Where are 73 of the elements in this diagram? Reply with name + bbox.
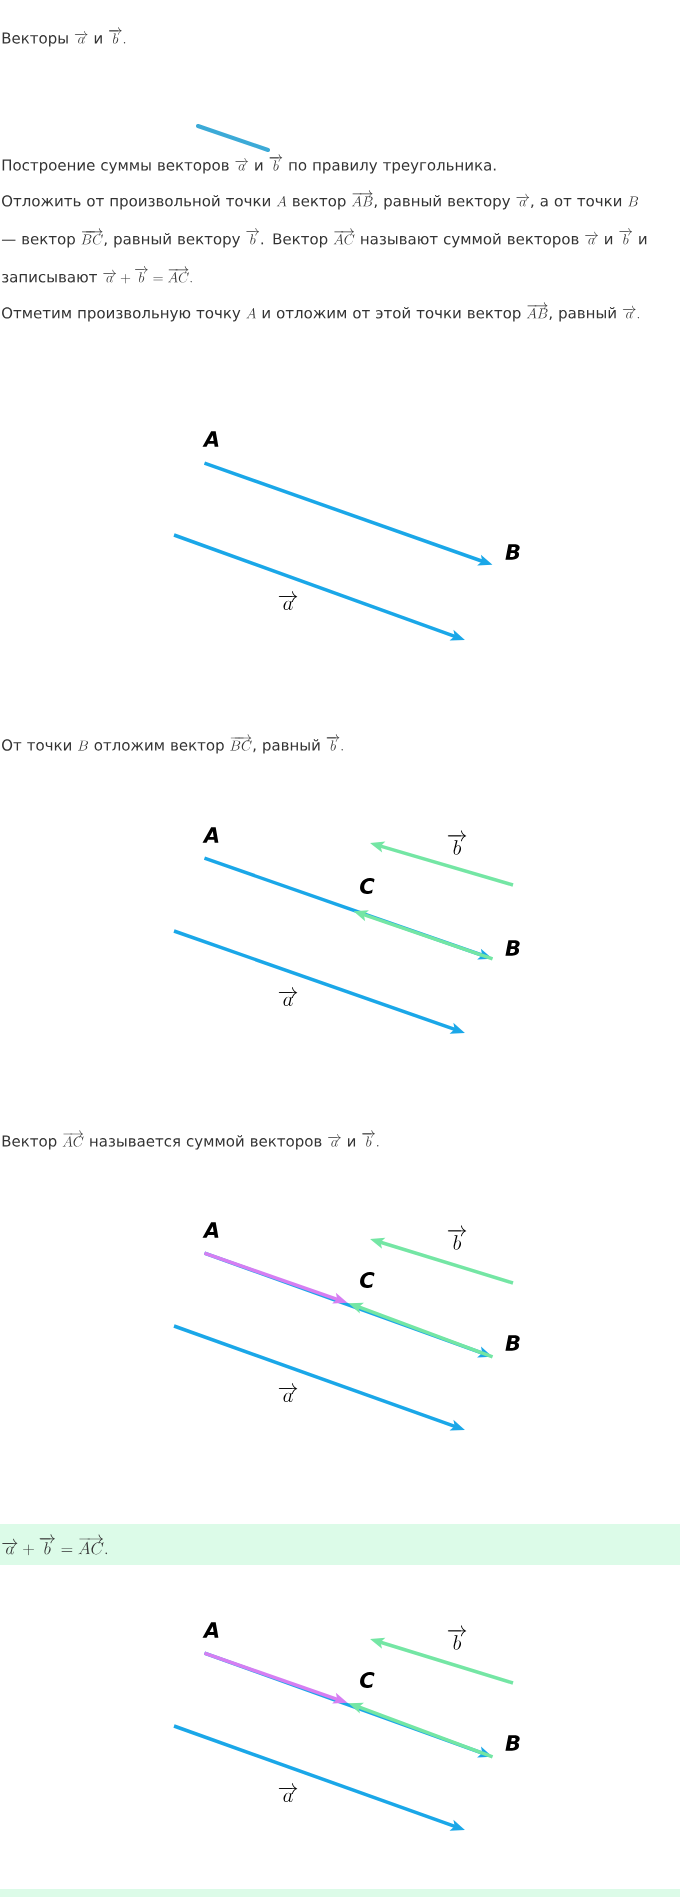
node-label: $A$ bbox=[246, 308, 256, 319]
vector-label: $\overrightarrow{a}$ bbox=[278, 1783, 298, 1802]
vector-label: $\overrightarrow{a}$ bbox=[278, 591, 298, 610]
label: , равный вектору bbox=[374, 194, 511, 210]
label: и bbox=[94, 35, 102, 44]
label: $\overrightarrow{AC}$ bbox=[333, 228, 355, 245]
point-label: A bbox=[202, 1622, 219, 1638]
point-label: B bbox=[505, 1735, 520, 1751]
vector-label: $\overrightarrow{a}$ bbox=[278, 1383, 298, 1402]
paragraph-text: Отметим произвольную точку $A$ и отложим от этой точки вектор $\overrightarrow{AB}$, равный $\overrightarrow{a}.$ bbox=[2, 302, 640, 322]
point-label: C bbox=[360, 878, 375, 894]
point-label: A bbox=[202, 827, 219, 843]
label: $\overrightarrow{a}$ bbox=[585, 231, 598, 245]
label: записывают bbox=[2, 273, 97, 283]
vector-label: $\overrightarrow{a}$ bbox=[278, 987, 298, 1006]
label: $\overrightarrow{a}+\overrightarrow{b}=\overrightarrow{AC}.$ bbox=[103, 265, 192, 284]
label: , равный bbox=[253, 739, 320, 754]
label: $\overrightarrow{b}.$ bbox=[326, 734, 343, 751]
highlight-band: $\overrightarrow{a}+\overrightarrow{b}=\overrightarrow{AC}.$ bbox=[0, 1524, 680, 1565]
label: по правилу треугольника. bbox=[289, 162, 496, 174]
label: $\overrightarrow{b}.$ bbox=[108, 27, 126, 44]
label: $\overrightarrow{BC}$ bbox=[81, 228, 103, 245]
label: Построение суммы векторов bbox=[2, 159, 229, 174]
label: и bbox=[605, 236, 613, 245]
paragraph-text: От точки $B$ отложим вектор $\overrightarrow{BC}$, равный $\overrightarrow{b}.$ bbox=[2, 734, 343, 754]
label: $\overrightarrow{a}$ bbox=[235, 157, 249, 171]
paragraph-text: Векторы $\overrightarrow{a}$ и $\overrightarrow{b}.$ bbox=[2, 27, 126, 47]
label: и bbox=[639, 236, 647, 245]
point-label: B bbox=[505, 940, 520, 956]
label: отложим вектор bbox=[94, 742, 224, 754]
label: $\overrightarrow{AB}$ bbox=[526, 302, 548, 319]
point-label: B bbox=[505, 544, 520, 560]
label: $\overrightarrow{b}$ bbox=[269, 154, 283, 171]
label: вектор bbox=[293, 197, 346, 210]
label: $\overrightarrow{a}$ bbox=[516, 193, 530, 207]
label: $\overrightarrow{AB}$ bbox=[351, 190, 373, 207]
point-label: A bbox=[202, 431, 219, 447]
node-label: $B$ bbox=[628, 196, 639, 207]
label: называется суммой векторов bbox=[90, 1135, 322, 1150]
label: Отметим произвольную точку bbox=[2, 307, 241, 322]
label: и bbox=[255, 162, 263, 171]
label: $\overrightarrow{BC}$ bbox=[230, 734, 252, 751]
vector-label: $\overrightarrow{b}$ bbox=[447, 1625, 467, 1650]
vector-label: $\overrightarrow{b}$ bbox=[447, 1225, 467, 1250]
label: называют суммой векторов bbox=[361, 232, 579, 248]
label: , а от точки bbox=[531, 197, 622, 209]
label: $\overrightarrow{b}$ bbox=[619, 227, 633, 245]
label: Вектор bbox=[2, 1135, 57, 1150]
point-label: B bbox=[505, 1335, 520, 1351]
label: и bbox=[348, 1138, 356, 1147]
paragraph-text: Вектор $\overrightarrow{AC}$ называется суммой векторов $\overrightarrow{a}$ и $\overrightarrow{b}.$ bbox=[2, 1130, 379, 1150]
label: Векторы bbox=[2, 32, 68, 47]
paragraph-text: Отложить от произвольной точки $A$ вектор $\overrightarrow{AB}$, равный вектору $\overrightarrow{a}$, а от точки $B$ — вектор $\overrightarrow{BC}$, равный вектору $\overrightarrow{b}$ . Вектор $\overrightarrow{AC}$ называют суммой векторов $\overrightarrow{a}$ и $\overrightarrow{b}$ и записывают $\overrightarrow{a}+\overrightarrow{b}=\overrightarrow{AC}.$ bbox=[1, 190, 647, 284]
label: От точки bbox=[2, 739, 71, 751]
label: $\overrightarrow{AC}$ bbox=[62, 1130, 84, 1147]
label: $\overrightarrow{a}$ bbox=[74, 30, 88, 44]
label: и отложим от этой точки вектор bbox=[262, 306, 521, 322]
node-label: $A$ bbox=[276, 196, 287, 207]
label: , равный вектору bbox=[104, 232, 241, 248]
label: $\overrightarrow{a}$ bbox=[328, 1133, 341, 1147]
label: — вектор bbox=[1, 235, 75, 248]
label: $\overrightarrow{b}.$ bbox=[362, 1130, 379, 1147]
label: , равный bbox=[549, 306, 616, 322]
node-label: $B$ bbox=[78, 740, 89, 751]
label: $\overrightarrow{b}$ bbox=[246, 227, 260, 245]
point-label: C bbox=[360, 1272, 375, 1288]
label: $\overrightarrow{a}.$ bbox=[622, 305, 640, 319]
label: . Вектор bbox=[261, 233, 328, 248]
vector-label: $\overrightarrow{b}$ bbox=[447, 830, 467, 855]
point-label: A bbox=[202, 1222, 219, 1238]
point-label: C bbox=[360, 1672, 375, 1688]
label: Отложить от произвольной точки bbox=[2, 194, 270, 210]
paragraph-text: Построение суммы векторов $\overrightarrow{a}$ и $\overrightarrow{b}$ по правилу треугольника. bbox=[2, 154, 496, 174]
